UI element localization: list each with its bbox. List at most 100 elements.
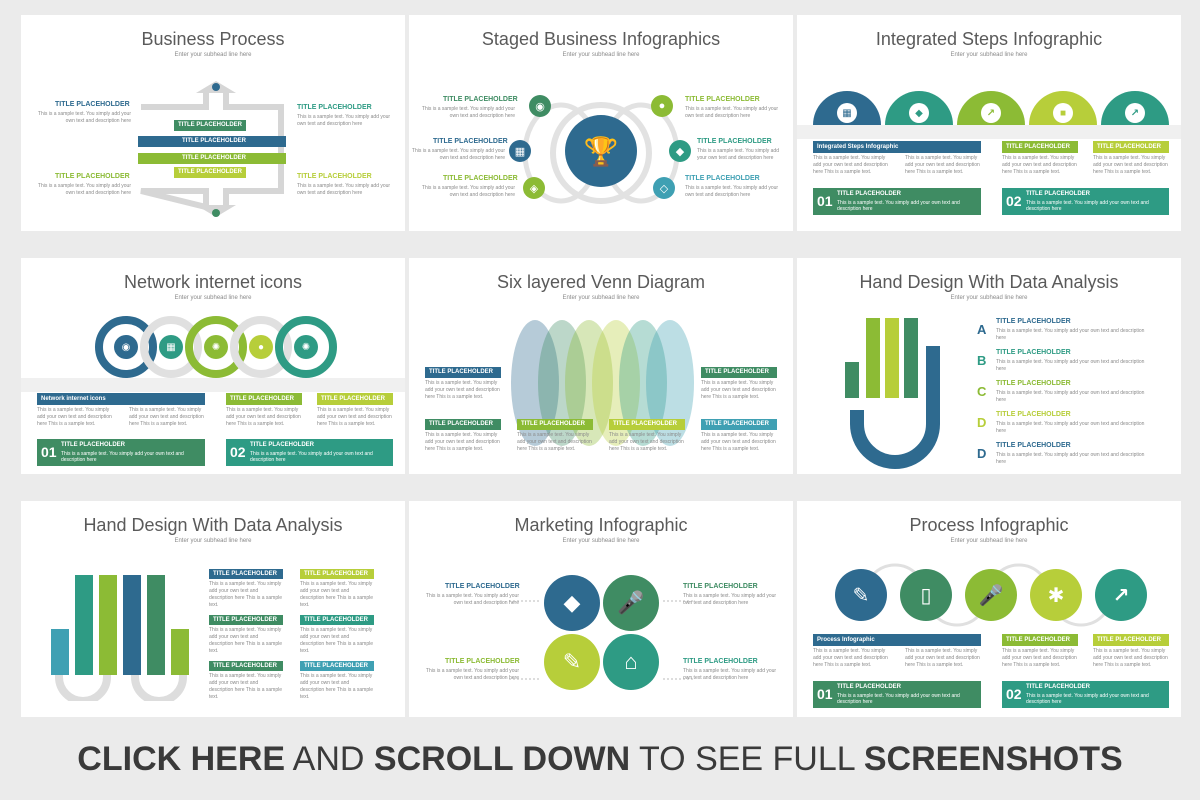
home-icon: ⌂	[603, 634, 659, 690]
hand-bars-graphic	[51, 575, 189, 701]
slide-subhead: Enter your subhead line here	[174, 52, 252, 58]
description: This is a sample text. You simply add yo…	[421, 106, 515, 119]
dice-icon: ◇	[653, 177, 675, 199]
block-title: TITLE PLACEHOLDER	[1026, 191, 1090, 197]
rings-graphic	[95, 316, 337, 378]
step-bar: TITLE PLACEHOLDER	[138, 153, 286, 164]
trophy-icon: 🏆	[565, 115, 637, 187]
block-title: TITLE PLACEHOLDER	[1026, 684, 1090, 690]
block-title: TITLE PLACEHOLDER	[250, 442, 314, 448]
footer-to-see-full: TO SEE FULL	[639, 740, 855, 778]
description: This is a sample text. You simply add yo…	[425, 668, 519, 681]
numbered-block: 02 TITLE PLACEHOLDER This is a sample te…	[1002, 188, 1169, 215]
block-number: 02	[230, 444, 246, 460]
step-letter: A	[977, 322, 987, 337]
description: This is a sample text. You simply add yo…	[209, 627, 282, 654]
title-placeholder: TITLE PLACEHOLDER	[683, 658, 758, 665]
description: This is a sample text. You simply add yo…	[37, 407, 112, 427]
divider	[797, 125, 1181, 139]
description: This is a sample text. You simply add yo…	[996, 390, 1145, 403]
title-bar: TITLE PLACEHOLDER	[300, 615, 374, 625]
description: This is a sample text. You simply add yo…	[813, 155, 888, 175]
slide-title: Hand Design With Data Analysis	[859, 272, 1119, 292]
description: This is a sample text. You simply add yo…	[683, 593, 777, 606]
slide-subhead: Enter your subhead line here	[950, 295, 1028, 301]
numbered-block: 01 TITLE PLACEHOLDER This is a sample te…	[37, 439, 205, 466]
title-bar: TITLE PLACEHOLDER	[517, 419, 593, 430]
title-placeholder: TITLE PLACEHOLDER	[443, 96, 518, 103]
block-description: This is a sample text. You simply add yo…	[837, 200, 960, 212]
slide-integrated-steps[interactable]: Integrated Steps Infographic Enter your …	[797, 15, 1181, 231]
step-bar: TITLE PLACEHOLDER	[174, 167, 246, 178]
external-link-icon: ↗	[1095, 569, 1147, 621]
block-title: TITLE PLACEHOLDER	[61, 442, 125, 448]
numbered-block: 01 TITLE PLACEHOLDER This is a sample te…	[813, 681, 981, 708]
block-description: This is a sample text. You simply add yo…	[837, 693, 960, 705]
slide-title: Hand Design With Data Analysis	[83, 515, 343, 535]
description: This is a sample text. You simply add yo…	[129, 407, 204, 427]
slide-subhead: Enter your subhead line here	[174, 538, 252, 544]
step-letter: D	[977, 415, 987, 430]
description: This is a sample text. You simply add yo…	[300, 627, 373, 654]
footer-cta[interactable]: CLICK HERE AND SCROLL DOWN TO SEE FULL S…	[0, 740, 1200, 779]
description: This is a sample text. You simply add yo…	[1002, 648, 1077, 668]
description: This is a sample text. You simply add yo…	[701, 432, 776, 452]
title-placeholder: TITLE PLACEHOLDER	[685, 175, 760, 182]
description: This is a sample text. You simply add yo…	[517, 432, 592, 452]
slide-title: Network internet icons	[123, 272, 303, 292]
ball-icon: ✺	[204, 335, 228, 359]
slide-staged-business[interactable]: Staged Business Infographics Enter your …	[409, 15, 793, 231]
footer-click-here[interactable]: CLICK HERE	[77, 740, 286, 778]
process-arrows-graphic	[140, 81, 284, 217]
title-bar: TITLE PLACEHOLDER	[209, 661, 283, 671]
description: This is a sample text. You simply add yo…	[996, 359, 1145, 372]
grid-icon: ▦	[509, 140, 531, 162]
description: This is a sample text. You simply add yo…	[37, 111, 131, 124]
title-bar: TITLE PLACEHOLDER	[609, 419, 685, 430]
title-placeholder: TITLE PLACEHOLDER	[297, 173, 372, 180]
description: This is a sample text. You simply add yo…	[300, 581, 373, 608]
description: This is a sample text. You simply add yo…	[425, 380, 500, 400]
title-bar: TITLE PLACEHOLDER	[209, 569, 283, 579]
title-bar: TITLE PLACEHOLDER	[1002, 634, 1078, 646]
edit-icon: ✎	[835, 569, 887, 621]
title-placeholder: TITLE PLACEHOLDER	[996, 349, 1071, 356]
slide-subhead: Enter your subhead line here	[562, 538, 640, 544]
grid-icon: ▦	[159, 335, 183, 359]
description: This is a sample text. You simply add yo…	[996, 421, 1145, 434]
slide-subhead: Enter your subhead line here	[174, 295, 252, 301]
slide-subhead: Enter your subhead line here	[950, 52, 1028, 58]
slide-marketing[interactable]: Marketing Infographic Enter your subhead…	[409, 501, 793, 717]
slide-venn-diagram[interactable]: Six layered Venn Diagram Enter your subh…	[409, 258, 793, 474]
description: This is a sample text. You simply add yo…	[701, 380, 776, 400]
title-placeholder: TITLE PLACEHOLDER	[683, 583, 758, 590]
title-placeholder: TITLE PLACEHOLDER	[443, 175, 518, 182]
description: This is a sample text. You simply add yo…	[685, 106, 779, 119]
numbered-block: 02 TITLE PLACEHOLDER This is a sample te…	[226, 439, 393, 466]
tablet-icon: ▯	[900, 569, 952, 621]
title-placeholder: TITLE PLACEHOLDER	[996, 442, 1071, 449]
section-bar: Integrated Steps Infographic	[813, 141, 981, 153]
slide-title: Six layered Venn Diagram	[496, 272, 706, 292]
block-title: TITLE PLACEHOLDER	[837, 684, 901, 690]
description: This is a sample text. You simply add yo…	[421, 185, 515, 198]
slide-network-icons[interactable]: Network internet icons Enter your subhea…	[21, 258, 405, 474]
slide-hand-design-letters[interactable]: Hand Design With Data Analysis Enter you…	[797, 258, 1181, 474]
description: This is a sample text. You simply add yo…	[1093, 155, 1168, 175]
description: This is a sample text. You simply add yo…	[209, 581, 282, 608]
slide-business-process[interactable]: Business Process Enter your subhead line…	[21, 15, 405, 231]
title-placeholder: TITLE PLACEHOLDER	[697, 138, 772, 145]
title-bar: TITLE PLACEHOLDER	[317, 393, 393, 405]
block-description: This is a sample text. You simply add yo…	[1026, 200, 1149, 212]
camera-icon: ◉	[529, 95, 551, 117]
divider	[21, 378, 405, 392]
title-bar: TITLE PLACEHOLDER	[701, 367, 777, 378]
dropbox-icon: ◆	[544, 575, 600, 631]
slide-process-infographic[interactable]: Process Infographic Enter your subhead l…	[797, 501, 1181, 717]
slide-hand-design-bars[interactable]: Hand Design With Data Analysis Enter you…	[21, 501, 405, 717]
title-bar: TITLE PLACEHOLDER	[1093, 634, 1169, 646]
slide-title: Integrated Steps Infographic	[875, 29, 1103, 49]
venn-graphic	[511, 320, 694, 446]
block-number: 02	[1006, 193, 1022, 209]
description: This is a sample text. You simply add yo…	[685, 185, 779, 198]
